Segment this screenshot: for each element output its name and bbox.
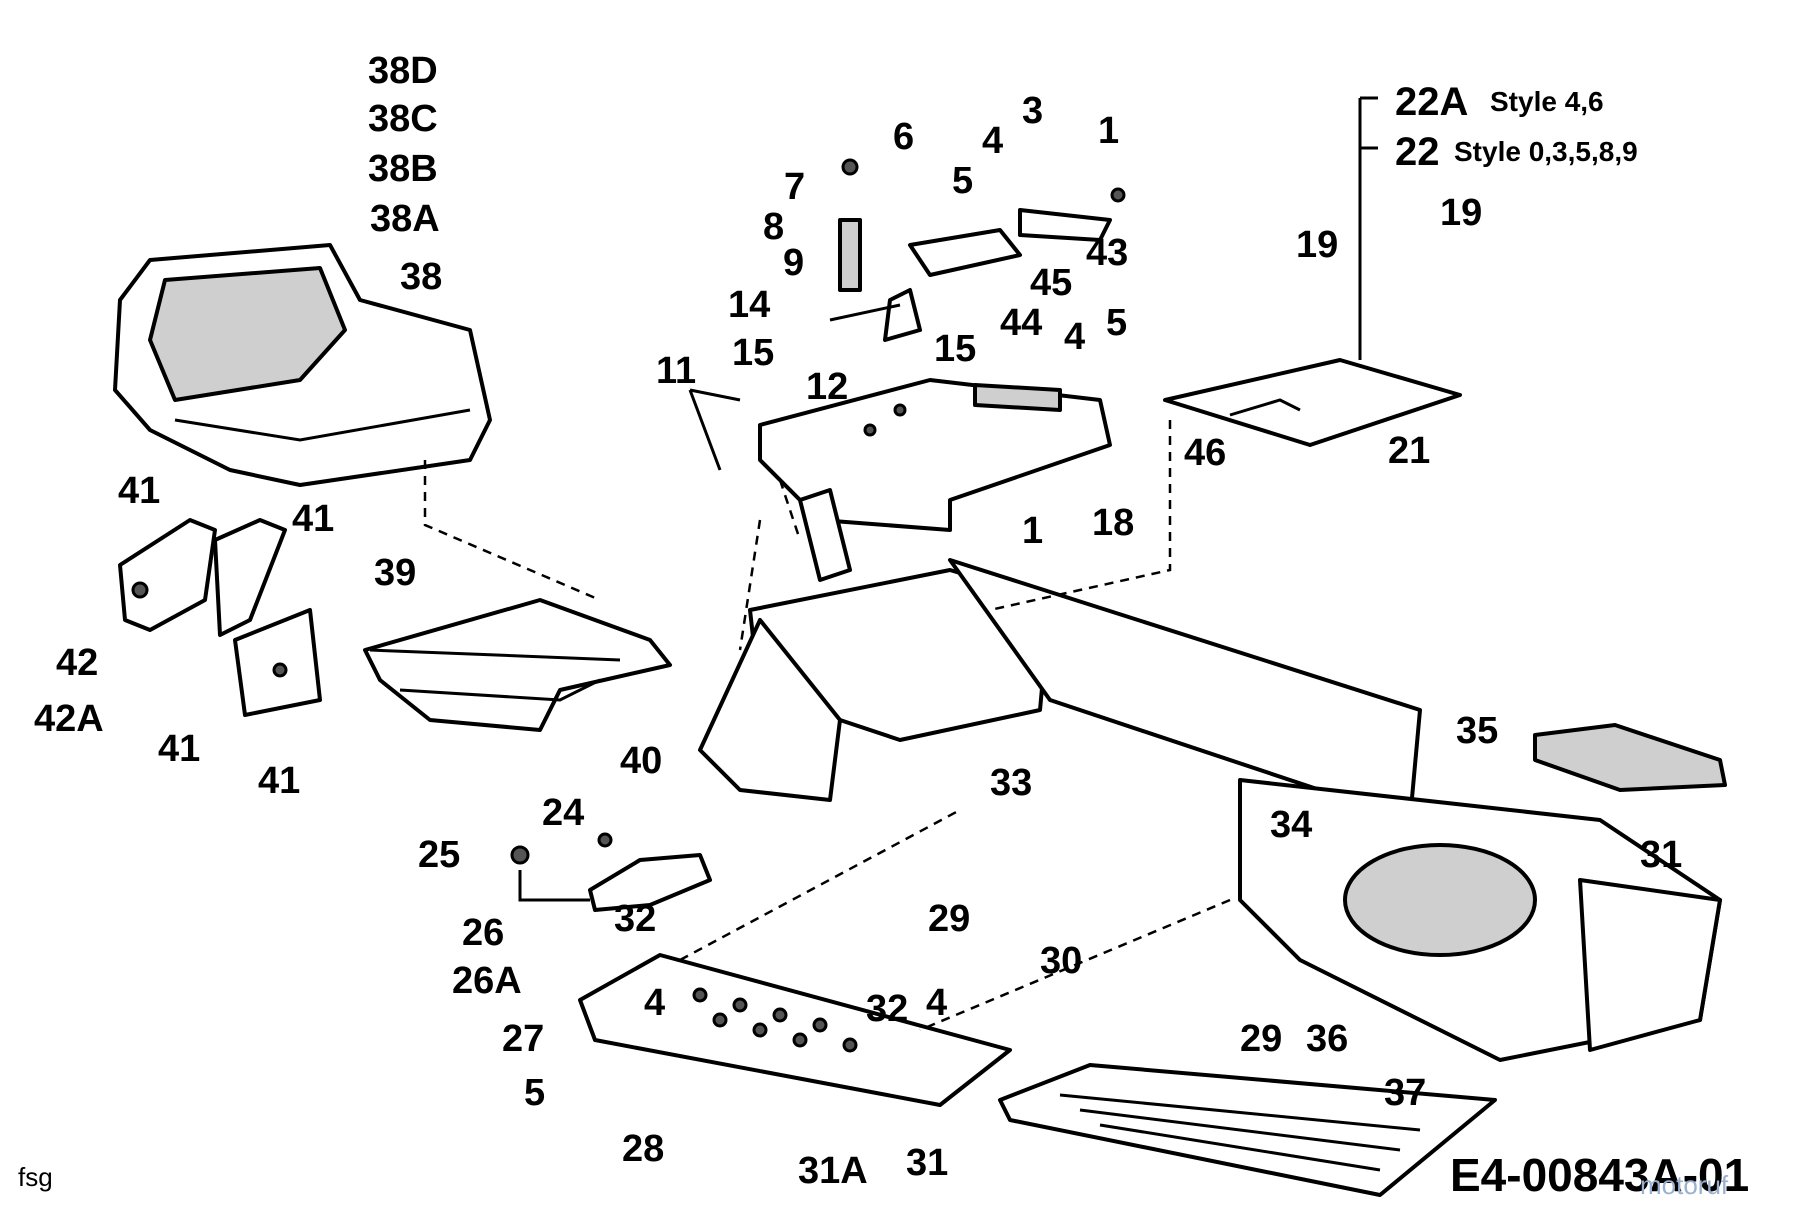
- part-label: 27: [502, 1018, 545, 1060]
- part-label: 26A: [452, 960, 522, 1002]
- part-label: 9: [783, 242, 805, 284]
- seat-illustration: [113, 243, 492, 487]
- part-label: 28: [622, 1128, 665, 1170]
- part-label: 19: [1440, 192, 1483, 234]
- part-label: 38D: [368, 50, 438, 92]
- part-label: 15: [732, 332, 775, 374]
- part-label: 46: [1184, 432, 1227, 474]
- part-label: 35: [1456, 710, 1499, 752]
- watermark: motoruf: [1640, 1170, 1729, 1200]
- part-label: 5: [952, 160, 974, 202]
- part-label: 4: [926, 982, 948, 1024]
- part-label: 33: [990, 762, 1033, 804]
- style-note-22a: Style 4,6: [1490, 86, 1604, 117]
- pedal-parts-illustration: [510, 832, 712, 912]
- part-label: 31A: [798, 1150, 868, 1192]
- part-label: 41: [118, 470, 161, 512]
- part-label: 41: [158, 728, 201, 770]
- drafter-initials: fsg: [18, 1162, 53, 1192]
- part-label: 30: [1040, 940, 1083, 982]
- part-label: 7: [784, 166, 806, 208]
- part-label: 12: [806, 366, 849, 408]
- part-label: 39: [374, 552, 417, 594]
- leader-lines: [423, 96, 1378, 1032]
- part-label: 38: [400, 256, 443, 298]
- part-label: 4: [982, 120, 1004, 162]
- right-footrest-illustration: [1533, 723, 1727, 792]
- part-label: 21: [1388, 430, 1431, 472]
- part-label: 14: [728, 284, 771, 326]
- style-note-22: Style 0,3,5,8,9: [1454, 136, 1638, 167]
- part-label: 18: [1092, 502, 1135, 544]
- part-label: 45: [1030, 262, 1073, 304]
- part-label: 3: [1022, 90, 1044, 132]
- part-label: 42: [56, 642, 99, 684]
- part-label: 38C: [368, 98, 438, 140]
- part-label: 31: [906, 1142, 949, 1184]
- part-label: 8: [763, 206, 785, 248]
- grated-step-illustration: [998, 1063, 1497, 1197]
- part-label: 38B: [368, 148, 438, 190]
- part-label: 4: [1064, 316, 1086, 358]
- access-panel-illustration: [1163, 358, 1462, 447]
- part-label: 1: [1022, 510, 1044, 552]
- part-label: 43: [1086, 232, 1129, 274]
- part-label: 31: [1640, 834, 1683, 876]
- part-label: 32: [614, 898, 657, 940]
- part-label: 44: [1000, 302, 1043, 344]
- part-label: 37: [1384, 1072, 1427, 1114]
- part-label: 29: [928, 898, 971, 940]
- part-label: 25: [418, 834, 461, 876]
- part-label: 19: [1296, 224, 1339, 266]
- part-label: 38A: [370, 198, 440, 240]
- seat-adjust-hardware-illustration: [829, 158, 1126, 342]
- part-label: 36: [1306, 1018, 1349, 1060]
- part-label: 26: [462, 912, 505, 954]
- frame-and-tank-illustration: [698, 488, 1722, 1062]
- part-label: 41: [258, 760, 301, 802]
- seat-bracket-illustration: [363, 598, 672, 732]
- part-label: 1: [1098, 110, 1120, 152]
- part-label-22: 22: [1395, 130, 1440, 174]
- part-label: 5: [1106, 302, 1128, 344]
- part-label: 32: [866, 988, 909, 1030]
- seat-pan-illustration: [758, 378, 1112, 532]
- part-label: 11: [656, 350, 697, 392]
- part-label: 4: [644, 982, 666, 1024]
- part-label: 42A: [34, 698, 104, 740]
- part-label: 40: [620, 740, 663, 782]
- part-label: 24: [542, 792, 585, 834]
- part-label: 29: [1240, 1018, 1283, 1060]
- part-label-22a: 22A: [1395, 80, 1469, 124]
- seat-switch-brackets-illustration: [118, 518, 322, 717]
- part-label: 6: [893, 116, 915, 158]
- footrest-plate-illustration: [578, 953, 1012, 1107]
- part-label: 34: [1270, 804, 1313, 846]
- part-label: 41: [292, 498, 335, 540]
- part-label: 5: [524, 1072, 546, 1114]
- part-label: 15: [934, 328, 977, 370]
- drawing-code: E4-00843A-01: [1450, 1149, 1750, 1201]
